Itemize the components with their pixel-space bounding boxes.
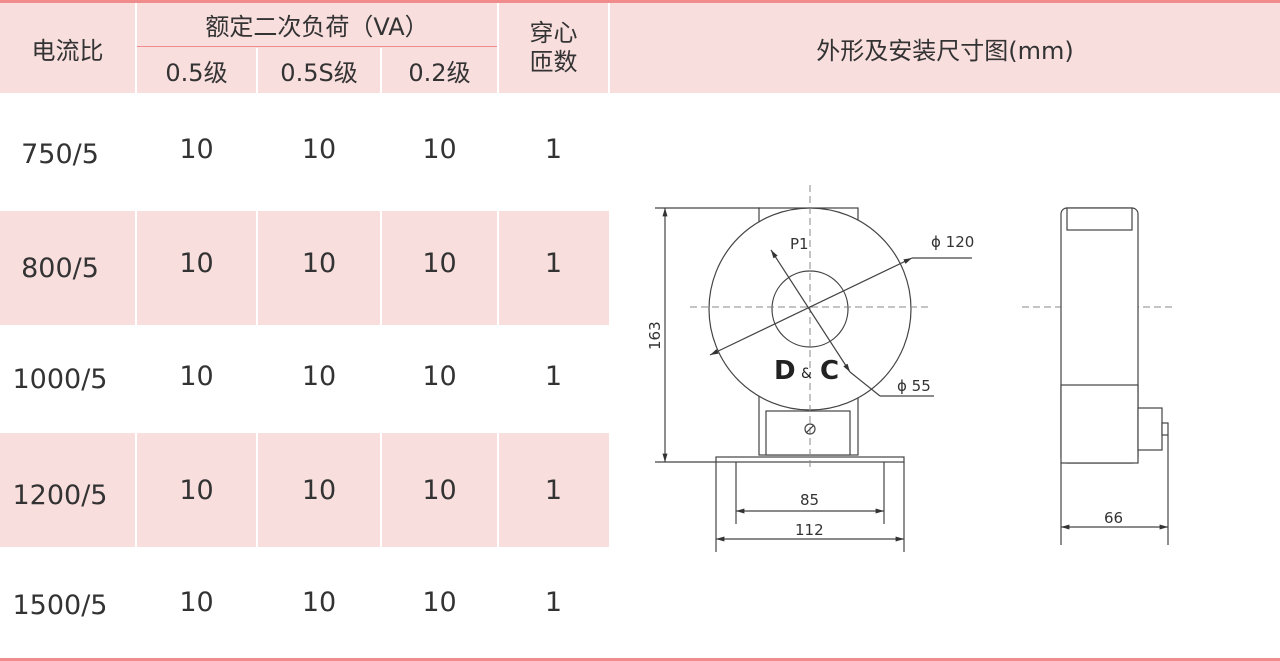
cell-class-05s: 10 xyxy=(301,587,337,618)
label-height: 163 xyxy=(646,321,664,350)
cell-turns: 1 xyxy=(544,247,563,279)
cell-class-02: 10 xyxy=(422,361,457,392)
side-terminal xyxy=(1060,384,1139,464)
col-sep xyxy=(135,433,137,547)
logo-amp: & xyxy=(801,366,812,382)
cell-class-05: 10 xyxy=(179,474,214,506)
label-base-inner: 85 xyxy=(800,491,819,509)
col-sep xyxy=(380,211,382,325)
col-sep xyxy=(497,433,499,547)
header-turns-line2: 匝数 xyxy=(529,48,578,76)
cell-class-05: 10 xyxy=(179,133,214,165)
header-drawing: 外形及安装尺寸图(mm) xyxy=(816,36,1074,65)
cell-class-02: 10 xyxy=(422,133,457,165)
header-sep xyxy=(135,3,137,93)
header-turns-line1: 穿心 xyxy=(529,19,578,47)
leader-inner xyxy=(770,249,851,373)
cell-turns: 1 xyxy=(544,587,563,618)
cell-ratio: 1000/5 xyxy=(12,363,108,395)
cell-class-02: 10 xyxy=(422,247,457,279)
col-sep xyxy=(135,211,137,325)
cell-ratio: 800/5 xyxy=(21,252,99,284)
terminal-screw-slot xyxy=(805,424,815,434)
label-terminal: P1 xyxy=(790,235,809,253)
cell-turns: 1 xyxy=(544,474,563,506)
header-group-underline xyxy=(137,46,497,47)
cell-class-05s: 10 xyxy=(301,133,337,165)
label-outer-dia: ϕ 120 xyxy=(931,233,974,251)
cell-class-05: 10 xyxy=(179,361,214,392)
header-class-05: 0.5级 xyxy=(165,59,228,87)
header-class-05s: 0.5S级 xyxy=(280,59,358,87)
logo: D & C xyxy=(774,356,839,386)
header-turns: 穿心 匝数 xyxy=(499,3,608,93)
header-ratio: 电流比 xyxy=(31,36,104,65)
label-depth: 66 xyxy=(1104,509,1123,527)
header-sep xyxy=(380,48,382,93)
col-sep xyxy=(380,433,382,547)
row-bg-1200 xyxy=(0,433,609,547)
cell-class-05: 10 xyxy=(179,247,214,279)
cell-class-05: 10 xyxy=(179,587,214,618)
logo-c: C xyxy=(820,356,839,386)
cell-ratio: 1500/5 xyxy=(12,589,108,621)
cell-turns: 1 xyxy=(544,361,563,392)
leader-inner-tail xyxy=(849,371,881,397)
cell-class-05s: 10 xyxy=(301,474,337,506)
cell-class-05s: 10 xyxy=(301,361,337,392)
header-sep xyxy=(608,3,610,93)
logo-d: D xyxy=(774,356,796,386)
label-base-outer: 112 xyxy=(795,521,824,539)
cell-class-02: 10 xyxy=(422,474,457,506)
header-sep xyxy=(256,48,258,93)
side-terminal-plug xyxy=(1137,407,1163,451)
row-bg-800 xyxy=(0,211,609,325)
table-header-bg xyxy=(0,3,1280,93)
table-bottom-border xyxy=(0,658,1280,661)
cell-class-05s: 10 xyxy=(301,247,337,279)
label-inner-dia: ϕ 55 xyxy=(897,377,931,395)
header-sep xyxy=(497,3,499,93)
table-top-border xyxy=(0,0,1280,3)
col-sep xyxy=(497,211,499,325)
header-burden-group: 额定二次负荷（VA） xyxy=(205,13,429,41)
cell-turns: 1 xyxy=(544,133,563,165)
header-class-02: 0.2级 xyxy=(408,59,471,87)
cell-ratio: 1200/5 xyxy=(12,479,108,511)
side-screw xyxy=(1161,422,1169,436)
cell-ratio: 750/5 xyxy=(21,138,99,170)
col-sep xyxy=(256,211,258,325)
terminal-screw-icon xyxy=(804,423,816,435)
side-top-cap xyxy=(1066,207,1133,231)
col-sep xyxy=(256,433,258,547)
cell-class-02: 10 xyxy=(422,587,457,618)
